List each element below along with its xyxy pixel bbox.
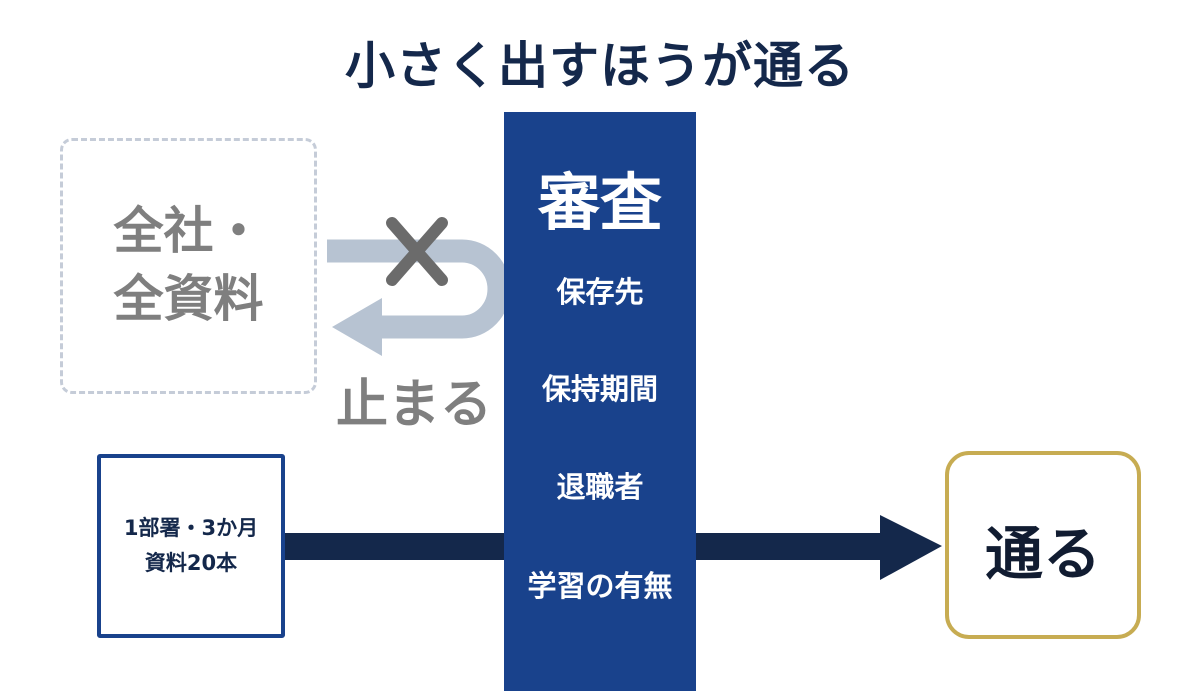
review-item-storage: 保存先: [556, 275, 644, 309]
blocked-x-mark: [386, 217, 448, 286]
return-arrow: [327, 239, 511, 356]
review-item-learning: 学習の有無: [527, 569, 673, 603]
stop-label: 止まる: [336, 375, 493, 435]
small-release-label: 1部署・3か月 資料20本: [101, 511, 281, 581]
review-item-retention: 保持期間: [541, 372, 658, 406]
blocked-scope-box: 全社・ 全資料: [60, 138, 317, 394]
blocked-scope-label: 全社・ 全資料: [63, 197, 314, 333]
review-title: 審査: [537, 166, 662, 239]
small-release-box: 1部署・3か月 資料20本: [97, 454, 285, 638]
diagram-title: 小さく出すほうが通る: [345, 37, 855, 95]
review-item-departed: 退職者: [556, 470, 644, 504]
pass-result-box: 通る: [945, 451, 1141, 639]
review-gate: 審査 保存先 保持期間 退職者 学習の有無: [504, 112, 696, 691]
blocked-scope-line-2: 全資料: [113, 270, 264, 328]
blocked-scope-line-1: 全社・: [113, 202, 264, 260]
small-release-line-1: 1部署・3か月: [123, 516, 259, 540]
small-release-line-2: 資料20本: [144, 551, 238, 575]
pass-result-label: 通る: [984, 520, 1101, 588]
